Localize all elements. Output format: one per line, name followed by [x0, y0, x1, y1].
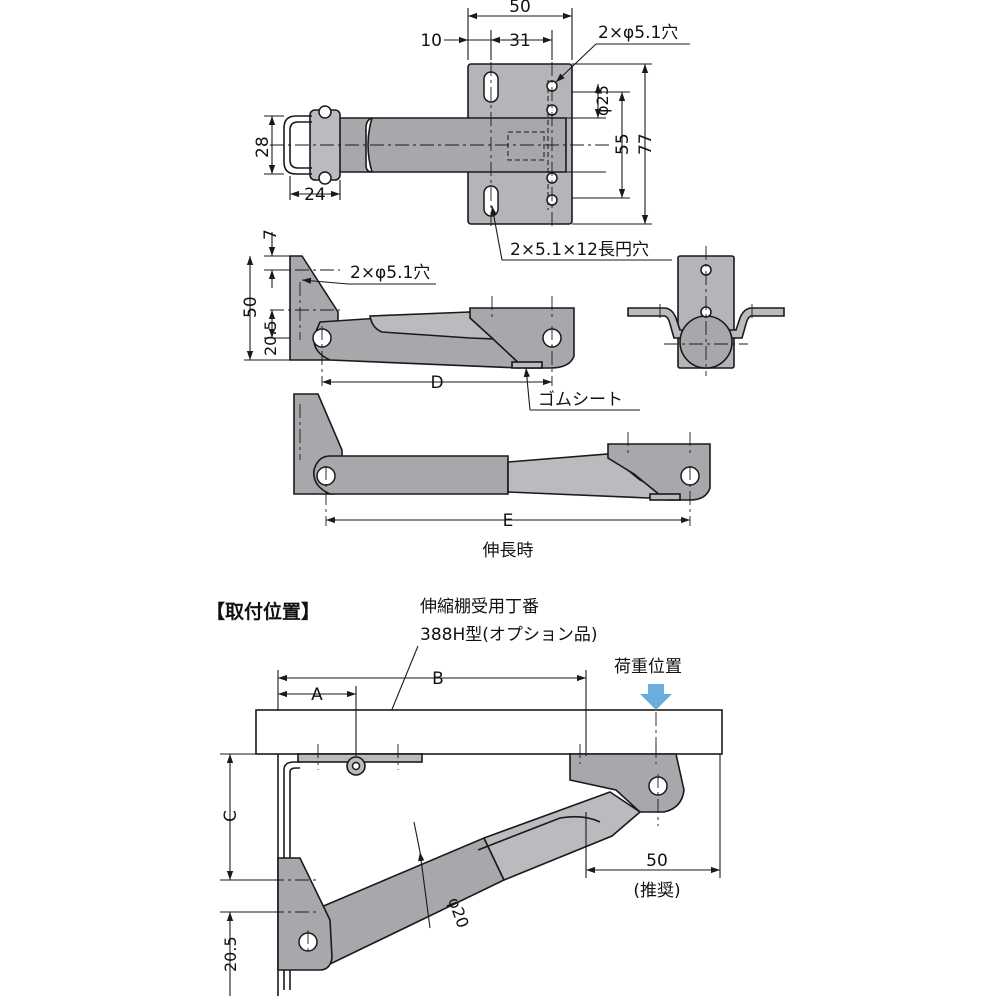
dim-mount-C: C [221, 810, 241, 822]
dim-side-50: 50 [241, 296, 261, 318]
mount-top-bracket [569, 753, 685, 813]
dim-top-28: 28 [253, 136, 273, 158]
dim-side-20-5: 20.5 [261, 320, 280, 356]
dim-top-width-50: 50 [509, 0, 531, 17]
end-view [627, 246, 785, 376]
dim-top-55: 55 [613, 133, 633, 155]
note-top-slots: 2×5.1×12長円穴 [510, 240, 649, 260]
dim-mount-B: B [432, 669, 444, 689]
side-rubber-sheet [511, 361, 543, 369]
dim-side-D: D [430, 373, 443, 393]
note-side-holes: 2×φ5.1穴 [350, 263, 430, 283]
shelf-board [255, 709, 723, 755]
dim-mount-50: 50 [646, 851, 668, 871]
top-pin-lower [318, 171, 332, 185]
note-hinge-line1: 伸縮棚受用丁番 [420, 597, 539, 617]
dim-mount-50-note: (推奨) [633, 881, 680, 901]
mounting-diagram: 【取付位置】 伸縮棚受用丁番 388H型(オプション品) [206, 597, 723, 996]
ext-arm-tube [313, 455, 509, 495]
dim-mount-A: A [311, 685, 323, 705]
heading-mounting: 【取付位置】 [206, 600, 320, 623]
note-rubber-sheet: ゴムシート [538, 389, 623, 410]
note-top-holes: 2×φ5.1穴 [598, 23, 678, 43]
note-hinge-line2: 388H型(オプション品) [420, 625, 598, 645]
dim-top-24: 24 [304, 185, 326, 205]
label-load-position: 荷重位置 [614, 657, 682, 677]
mount-wall-bracket [277, 857, 333, 971]
ext-top-bracket [607, 443, 711, 501]
wall-angle-bracket [283, 761, 300, 990]
side-top-bracket [469, 307, 575, 369]
caption-extended: 伸長時 [483, 541, 534, 561]
dim-top-phi25: φ25 [593, 85, 612, 116]
dim-side-7: 7 [261, 229, 281, 240]
dim-top-77: 77 [636, 133, 656, 155]
top-view: 50 10 31 2×φ5.1穴 φ25 55 77 28 [253, 0, 690, 261]
dim-top-10: 10 [420, 31, 442, 51]
dim-mount-20-5: 20.5 [221, 936, 240, 972]
extended-view: E 伸長時 [293, 393, 711, 561]
end-flanges [627, 307, 785, 339]
dim-mount-phi20: φ20 [444, 895, 472, 931]
side-view: 7 50 20.5 2×φ5.1穴 D ゴムシート [241, 229, 640, 411]
mount-strut-slider [482, 791, 642, 882]
dim-top-31: 31 [509, 31, 531, 51]
ext-rubber-sheet [649, 493, 681, 501]
dim-ext-E: E [503, 511, 514, 531]
top-pin-upper [318, 105, 332, 119]
load-position-arrow [640, 684, 672, 710]
